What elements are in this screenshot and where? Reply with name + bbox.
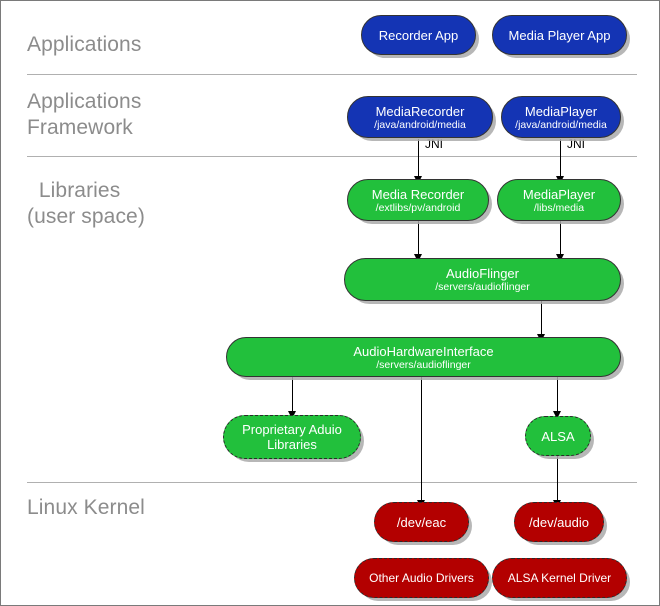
node-title: Media Player App — [508, 27, 611, 43]
connector-mediarecorder-to-lib — [418, 139, 419, 179]
node-subtitle: /java/android/media — [515, 118, 607, 131]
connector-mediarecorderlib-to-audioflinger — [418, 221, 419, 259]
divider-libraries — [27, 482, 637, 483]
divider-applications-framework — [27, 156, 637, 157]
connector-alsa-to-dev-audio — [557, 456, 558, 503]
layer-label-applications: Applications — [27, 33, 142, 56]
connector-audioflinger-to-ahi — [541, 301, 542, 339]
node-title: Other Audio Drivers — [369, 570, 474, 585]
node-dev-audio[interactable]: /dev/audio — [514, 502, 604, 542]
node-audiohardwareinterface[interactable]: AudioHardwareInterface /servers/audiofli… — [226, 337, 621, 377]
edge-label-jni-player: JNI — [567, 137, 585, 151]
connector-ahi-to-proprietary-libs — [292, 376, 293, 414]
node-media-player-app[interactable]: Media Player App — [492, 15, 627, 55]
divider-applications — [27, 74, 637, 75]
node-title-line2: Libraries — [267, 437, 317, 452]
node-audioflinger[interactable]: AudioFlinger /servers/audioflinger — [344, 258, 621, 301]
node-subtitle: /servers/audioflinger — [376, 358, 471, 371]
node-title: AudioFlinger — [446, 266, 519, 281]
connector-ahi-to-dev-eac — [421, 376, 422, 503]
node-alsa[interactable]: ALSA — [525, 416, 591, 456]
node-title: Recorder App — [378, 27, 459, 43]
node-subtitle: /servers/audioflinger — [435, 281, 530, 293]
connector-mediaplayer-to-lib — [560, 139, 561, 179]
node-mediaplayer-framework[interactable]: MediaPlayer /java/android/media — [501, 96, 621, 138]
node-media-recorder-lib[interactable]: Media Recorder /extlibs/pv/android — [347, 179, 489, 221]
node-alsa-kernel-driver[interactable]: ALSA Kernel Driver — [492, 558, 627, 598]
node-title: /dev/audio — [529, 514, 589, 530]
node-title: ALSA — [541, 428, 575, 444]
node-recorder-app[interactable]: Recorder App — [361, 15, 476, 55]
connector-mediaplayerlib-to-audioflinger — [560, 221, 561, 259]
node-proprietary-audio-libraries[interactable]: Proprietary Aduio Libraries — [223, 415, 361, 459]
connector-ahi-to-alsa — [557, 376, 558, 414]
layer-label-applications-framework: Applications Framework — [27, 90, 142, 139]
node-mediaplayer-lib[interactable]: MediaPlayer /libs/media — [497, 179, 621, 221]
arrowhead-ahi-to-alsa — [553, 411, 561, 419]
edge-label-jni-recorder: JNI — [425, 137, 443, 151]
node-subtitle: /extlibs/pv/android — [375, 201, 461, 214]
layer-label-libraries: Libraries (user space) — [27, 179, 145, 228]
layer-label-linux-kernel: Linux Kernel — [27, 496, 145, 519]
node-subtitle: /libs/media — [533, 201, 585, 214]
node-title: MediaPlayer — [524, 103, 598, 119]
node-subtitle: /java/android/media — [374, 118, 466, 131]
node-title: /dev/eac — [396, 514, 447, 530]
node-title: AudioHardwareInterface — [353, 343, 494, 359]
node-dev-eac[interactable]: /dev/eac — [374, 502, 469, 542]
node-title: Media Recorder — [371, 186, 465, 202]
node-title: MediaRecorder — [375, 103, 465, 119]
node-title: Proprietary Aduio — [242, 422, 342, 437]
node-title: MediaPlayer — [522, 186, 596, 202]
node-other-audio-drivers[interactable]: Other Audio Drivers — [354, 558, 489, 598]
node-mediarecorder-framework[interactable]: MediaRecorder /java/android/media — [347, 96, 493, 138]
node-title: ALSA Kernel Driver — [507, 570, 612, 585]
